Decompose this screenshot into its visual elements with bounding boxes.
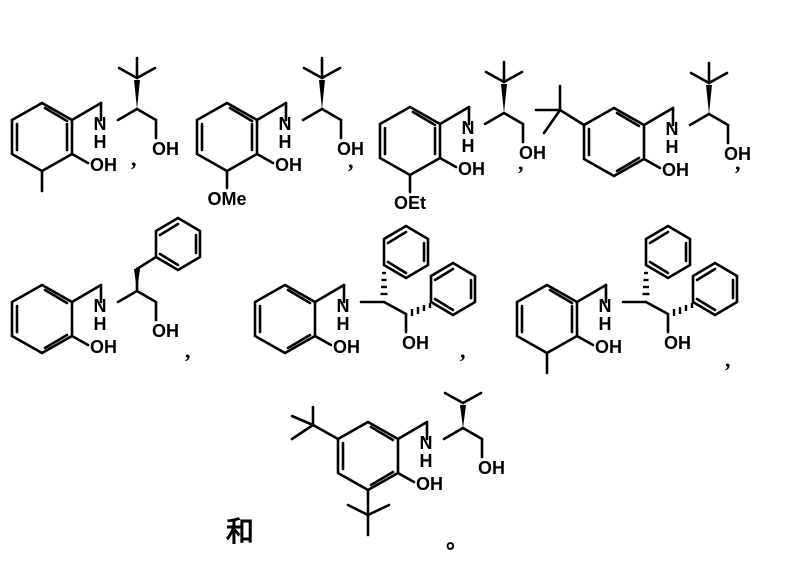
- structure-8: N H OH OH: [252, 391, 505, 560]
- atom-label-hydroxymethyl-oh: OH: [478, 458, 505, 478]
- atom-label-n: N: [420, 433, 433, 453]
- atom-label-phenol-oh: OH: [90, 337, 117, 357]
- atom-label-hydroxymethyl-oh: OH: [152, 321, 179, 341]
- structure-1: N H OH OH: [0, 28, 190, 193]
- stereo-wedge: [319, 80, 325, 109]
- atom-label-hydroxymethyl-oh: OH: [519, 143, 546, 163]
- atom-label-hydroxymethyl-oh: OH: [152, 139, 179, 159]
- atom-label-phenol-oh: OH: [662, 160, 689, 180]
- structure-6: N H OH OH: [243, 205, 478, 360]
- atom-label-nh-hydrogen: H: [94, 132, 107, 152]
- atom-label-nh-hydrogen: H: [462, 136, 475, 156]
- atom-label-phenol-oh: OH: [595, 337, 622, 357]
- atom-label-carbinol-oh: OH: [402, 333, 429, 353]
- atom-label-nh-hydrogen: H: [337, 314, 350, 334]
- atom-label-ethoxy: OEt: [394, 193, 426, 213]
- stereo-hash-upper: [642, 271, 650, 296]
- atom-label-hydroxymethyl-oh: OH: [337, 139, 364, 159]
- atom-label-nh-hydrogen: H: [666, 137, 679, 157]
- terminator-period: 。: [446, 528, 469, 553]
- atom-label-phenol-oh: OH: [333, 337, 360, 357]
- separator-comma-5: ,: [185, 338, 191, 363]
- stereo-wedge: [134, 80, 140, 109]
- atom-label-n: N: [94, 296, 107, 316]
- atom-label-nh-hydrogen: H: [599, 314, 612, 334]
- conjunction-and-cjk: 和: [226, 515, 255, 548]
- atom-label-n: N: [94, 114, 107, 134]
- stereo-wedge: [460, 405, 466, 428]
- atom-label-hydroxymethyl-oh: OH: [724, 144, 751, 164]
- structure-3: N H OH OEt OH: [368, 32, 553, 213]
- atom-label-nh-hydrogen: H: [94, 314, 107, 334]
- atom-label-n: N: [666, 119, 679, 139]
- atom-label-n: N: [599, 296, 612, 316]
- separator-comma-6: ,: [460, 338, 466, 363]
- atom-label-nh-hydrogen: H: [420, 451, 433, 471]
- separator-comma-2: ,: [348, 148, 354, 173]
- stereo-wedge: [501, 84, 507, 113]
- atom-label-phenol-oh: OH: [458, 159, 485, 179]
- atom-label-phenol-oh: OH: [416, 474, 443, 494]
- stereo-hash-right: [410, 303, 432, 316]
- structure-5: N H OH OH: [0, 205, 210, 360]
- structure-7: N H OH OH: [497, 205, 742, 375]
- atom-label-nh-hydrogen: H: [279, 132, 292, 152]
- separator-comma-1: ,: [131, 146, 137, 171]
- atom-label-n: N: [337, 296, 350, 316]
- stereo-wedge: [134, 269, 140, 291]
- atom-label-carbinol-oh: OH: [664, 333, 691, 353]
- atom-label-methoxy: OMe: [207, 189, 246, 209]
- structure-2: N H OH OMe OH: [185, 28, 375, 209]
- atom-label-phenol-oh: OH: [90, 155, 117, 175]
- atom-label-n: N: [462, 118, 475, 138]
- separator-comma-7: ,: [725, 347, 731, 372]
- atom-label-n: N: [279, 114, 292, 134]
- separator-comma-3: ,: [518, 150, 524, 175]
- stereo-hash-upper: [380, 271, 388, 296]
- atom-label-phenol-oh: OH: [275, 155, 302, 175]
- stereo-hash-right: [672, 303, 694, 316]
- stereo-wedge: [706, 85, 712, 114]
- separator-comma-4: ,: [735, 150, 741, 175]
- structure-4: N H OH OH: [522, 28, 772, 183]
